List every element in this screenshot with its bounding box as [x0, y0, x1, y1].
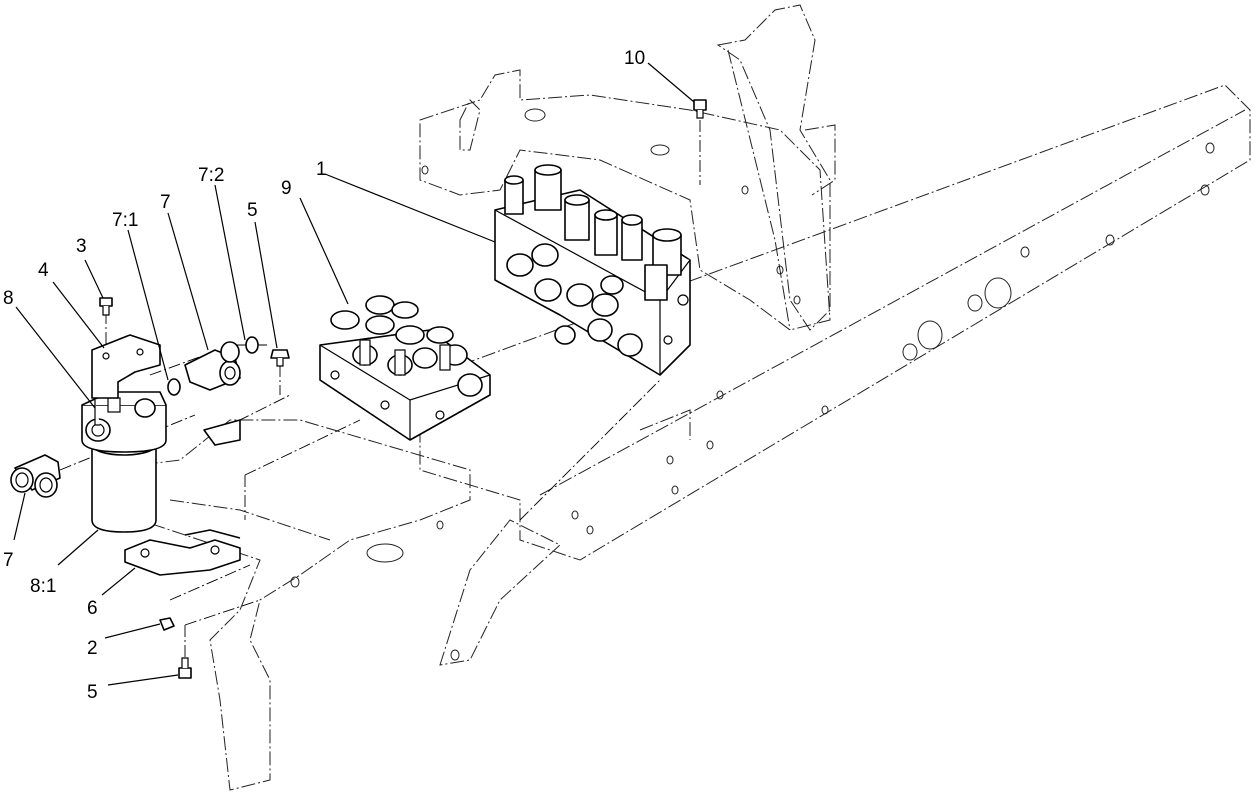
- callout-4: 4: [38, 260, 49, 281]
- callout-2: 2: [87, 638, 98, 659]
- callout-6: 6: [87, 598, 98, 619]
- callout-7-1: 7:1: [112, 210, 138, 231]
- mounting-plate: [124, 419, 241, 679]
- callout-3: 3: [76, 236, 87, 257]
- bolt-10: [693, 99, 707, 119]
- callout-9: 9: [281, 178, 292, 199]
- callout-7-upper: 7: [160, 192, 171, 213]
- leader-lines: [13, 62, 695, 686]
- frame-phantom: [99, 4, 1251, 791]
- callout-5-lower: 5: [87, 682, 98, 703]
- filter-assembly: [81, 297, 167, 533]
- callout-7-lower: 7: [3, 550, 14, 571]
- callout-10: 10: [624, 48, 645, 69]
- callout-8: 8: [3, 288, 14, 309]
- valve-block-9: [319, 295, 491, 441]
- assembly-centerlines: [59, 120, 701, 665]
- callouts: 1 9 10 5 7:2 7 7:1 3 4 8 7 8:1 6 2 5: [3, 48, 645, 703]
- callout-5-upper: 5: [247, 200, 258, 221]
- callout-8-1: 8:1: [30, 576, 56, 597]
- valve-block-1: [494, 164, 691, 376]
- callout-1: 1: [316, 159, 327, 180]
- fittings: [10, 336, 290, 498]
- callout-7-2: 7:2: [198, 165, 224, 186]
